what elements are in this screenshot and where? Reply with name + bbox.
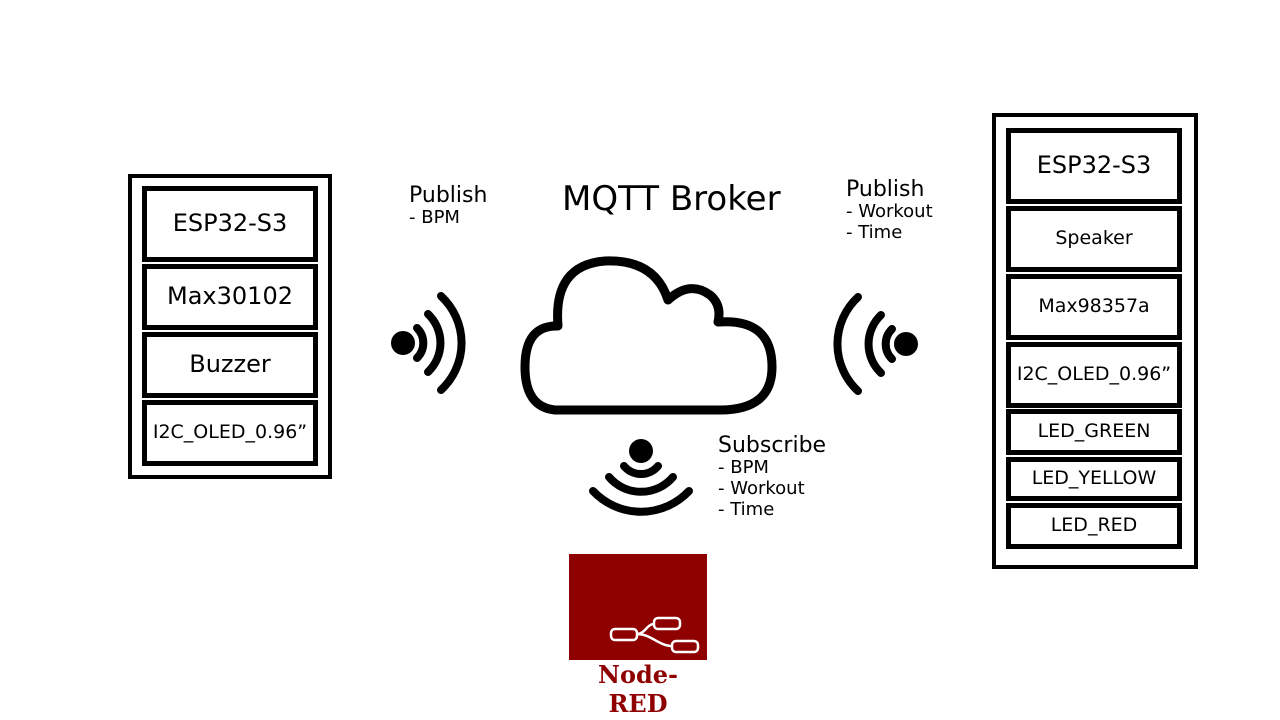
right-publish-item: - Workout — [846, 201, 933, 223]
right-publish-item: - Time — [846, 221, 903, 243]
node-red-flow-icon — [609, 616, 700, 654]
right-module-led-green: LED_GREEN — [1006, 409, 1182, 455]
subscribe-item: - Time — [718, 498, 775, 520]
left-publish-block: Publish - BPM — [409, 183, 487, 229]
left-device — [128, 174, 332, 479]
right-module-label: Speaker — [1055, 227, 1133, 250]
right-module-led-yellow: LED_YELLOW — [1006, 457, 1182, 501]
left-module-oled: I2C_OLED_0.96” — [142, 400, 318, 466]
left-module-label: ESP32-S3 — [172, 209, 288, 238]
right-module-max98357a: Max98357a — [1006, 274, 1182, 340]
left-module-esp32: ESP32-S3 — [142, 186, 318, 262]
left-publish-item: - BPM — [409, 207, 460, 229]
left-publish-heading: Publish — [409, 183, 488, 208]
left-module-label: Max30102 — [167, 282, 293, 311]
left-module-max30102: Max30102 — [142, 264, 318, 330]
right-publish-heading: Publish — [846, 177, 925, 202]
node-red-label: Node-RED — [598, 660, 678, 718]
left-module-label: I2C_OLED_0.96” — [152, 421, 308, 444]
right-device — [992, 113, 1198, 569]
right-module-label: LED_RED — [1050, 514, 1138, 537]
right-module-label: LED_YELLOW — [1031, 467, 1157, 490]
right-module-speaker: Speaker — [1006, 206, 1182, 272]
right-publish-block: Publish - Workout - Time — [846, 177, 933, 244]
broker-title: MQTT Broker — [562, 179, 781, 219]
right-module-label: I2C_OLED_0.96” — [1016, 363, 1172, 386]
subscribe-item: - Workout — [718, 477, 805, 499]
node-red-logo — [569, 554, 707, 660]
right-module-esp32: ESP32-S3 — [1006, 128, 1182, 204]
left-module-buzzer: Buzzer — [142, 332, 318, 398]
right-module-label: LED_GREEN — [1037, 420, 1151, 443]
left-module-label: Buzzer — [189, 350, 271, 379]
subscribe-item: - BPM — [718, 457, 769, 479]
right-module-label: ESP32-S3 — [1036, 151, 1152, 180]
subscribe-heading: Subscribe — [718, 433, 827, 458]
right-module-label: Max98357a — [1038, 295, 1150, 318]
right-module-oled: I2C_OLED_0.96” — [1006, 342, 1182, 408]
subscribe-block: Subscribe - BPM - Workout - Time — [718, 433, 826, 520]
right-module-led-red: LED_RED — [1006, 503, 1182, 549]
